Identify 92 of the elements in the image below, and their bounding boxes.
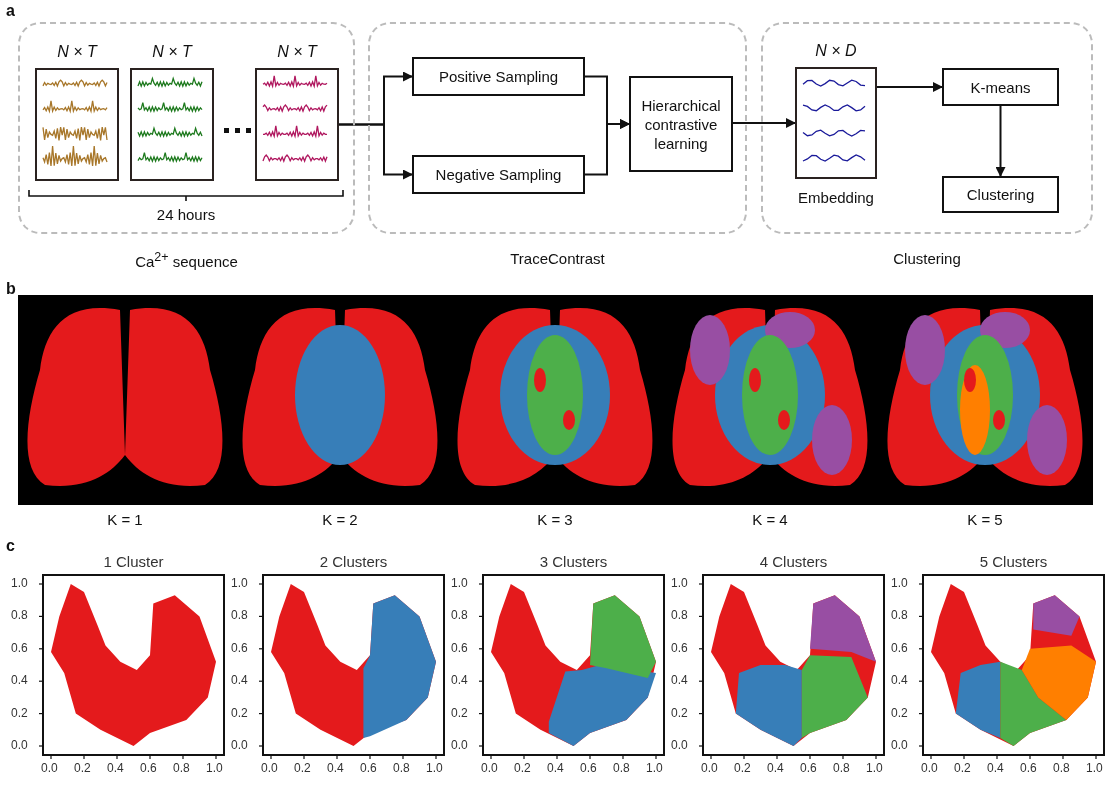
arrow [876, 82, 943, 92]
tick-label: 1.0 [231, 576, 248, 590]
process-box: Positive Sampling [412, 57, 585, 96]
tick-label: 1.0 [1086, 761, 1103, 775]
tick-label: 0.8 [451, 608, 468, 623]
k-value-label: K = 2 [321, 511, 359, 528]
process-box: Clustering [942, 176, 1059, 213]
tick-label: 0.6 [451, 640, 468, 655]
dimension-label: N × D [814, 42, 858, 60]
arrow [995, 105, 1006, 177]
plot-title: 4 Clusters [758, 553, 829, 570]
tick-label: 0.2 [671, 705, 688, 720]
plot-title: 1 Cluster [102, 553, 165, 570]
tick-label: 1.0 [451, 576, 468, 590]
tick-label: 1.0 [866, 761, 883, 775]
tick-label: 0.4 [767, 761, 784, 775]
panel-letter: b [6, 280, 16, 298]
k-value-label: K = 1 [106, 511, 144, 528]
tick-label: 0.4 [451, 673, 468, 688]
tick-label: 0.6 [11, 640, 28, 655]
tick-label: 0.8 [613, 761, 630, 775]
arrow [338, 123, 413, 180]
tick-label: 0.2 [451, 705, 468, 720]
dimension-label: N × T [151, 43, 194, 61]
tick-label: 0.6 [671, 640, 688, 655]
tick-label: 0.0 [481, 761, 498, 775]
tick-label: 0.4 [327, 761, 344, 775]
tick-label: 1.0 [11, 576, 28, 590]
tick-label: 0.0 [261, 761, 278, 775]
group-label: Clustering [892, 250, 962, 267]
tick-label: 0.8 [173, 761, 190, 775]
tick-label: 0.2 [891, 705, 908, 720]
tick-label: 0.6 [800, 761, 817, 775]
tick-label: 0.2 [734, 761, 751, 775]
tick-label: 0.2 [294, 761, 311, 775]
tick-label: 0.0 [921, 761, 938, 775]
tick-label: 0.4 [671, 673, 688, 688]
tick-label: 0.0 [231, 738, 248, 752]
tick-label: 0.8 [231, 608, 248, 623]
dimension-label: N × T [56, 43, 99, 61]
group-label: TraceContrast [509, 250, 606, 267]
tick-label: 0.8 [393, 761, 410, 775]
tick-label: 0.4 [107, 761, 124, 775]
tick-label: 0.8 [11, 608, 28, 623]
tick-label: 0.6 [140, 761, 157, 775]
tick-label: 1.0 [206, 761, 223, 775]
tick-label: 1.0 [671, 576, 688, 590]
tick-label: 0.6 [891, 640, 908, 655]
tick-label: 0.2 [231, 705, 248, 720]
tick-label: 0.6 [1020, 761, 1037, 775]
tick-label: 0.0 [701, 761, 718, 775]
k-value-label: K = 3 [536, 511, 574, 528]
tick-label: 0.6 [580, 761, 597, 775]
plot-title: 3 Clusters [538, 553, 609, 570]
tick-label: 0.2 [74, 761, 91, 775]
tick-label: 0.6 [360, 761, 377, 775]
tick-label: 0.0 [451, 738, 468, 752]
tick-label: 0.2 [514, 761, 531, 775]
k-value-label: K = 5 [966, 511, 1004, 528]
dimension-label: N × T [276, 43, 319, 61]
tick-label: 0.8 [671, 608, 688, 623]
arrow [584, 119, 630, 176]
tick-label: 0.2 [11, 705, 28, 720]
tick-label: 1.0 [646, 761, 663, 775]
group-label: Ca$^{2+}$ sequence [134, 250, 239, 270]
tick-label: 0.0 [671, 738, 688, 752]
process-box: Negative Sampling [412, 155, 585, 194]
panel-caption: Embedding [797, 189, 875, 206]
plot-title: 2 Clusters [318, 553, 389, 570]
tick-label: 0.2 [954, 761, 971, 775]
process-box: K-means [942, 68, 1059, 106]
tick-label: 0.4 [547, 761, 564, 775]
tick-label: 0.4 [891, 673, 908, 688]
process-box: Hierarchical contrastive learning [629, 76, 733, 172]
duration-label: 24 hours [155, 206, 217, 223]
tick-label: 0.8 [833, 761, 850, 775]
tick-label: 1.0 [426, 761, 443, 775]
tick-label: 0.0 [41, 761, 58, 775]
tick-label: 0.0 [891, 738, 908, 752]
tick-label: 0.4 [11, 673, 28, 688]
k-value-label: K = 4 [751, 511, 789, 528]
arrow [732, 118, 796, 128]
tick-label: 0.0 [11, 738, 28, 752]
plot-title: 5 Clusters [978, 553, 1049, 570]
tick-label: 0.8 [1053, 761, 1070, 775]
tick-label: 0.8 [891, 608, 908, 623]
tick-label: 0.4 [987, 761, 1004, 775]
panel-letter: c [6, 537, 15, 555]
panel-letter: a [6, 2, 15, 20]
tick-label: 1.0 [891, 576, 908, 590]
tick-label: 0.4 [231, 673, 248, 688]
tick-label: 0.6 [231, 640, 248, 655]
